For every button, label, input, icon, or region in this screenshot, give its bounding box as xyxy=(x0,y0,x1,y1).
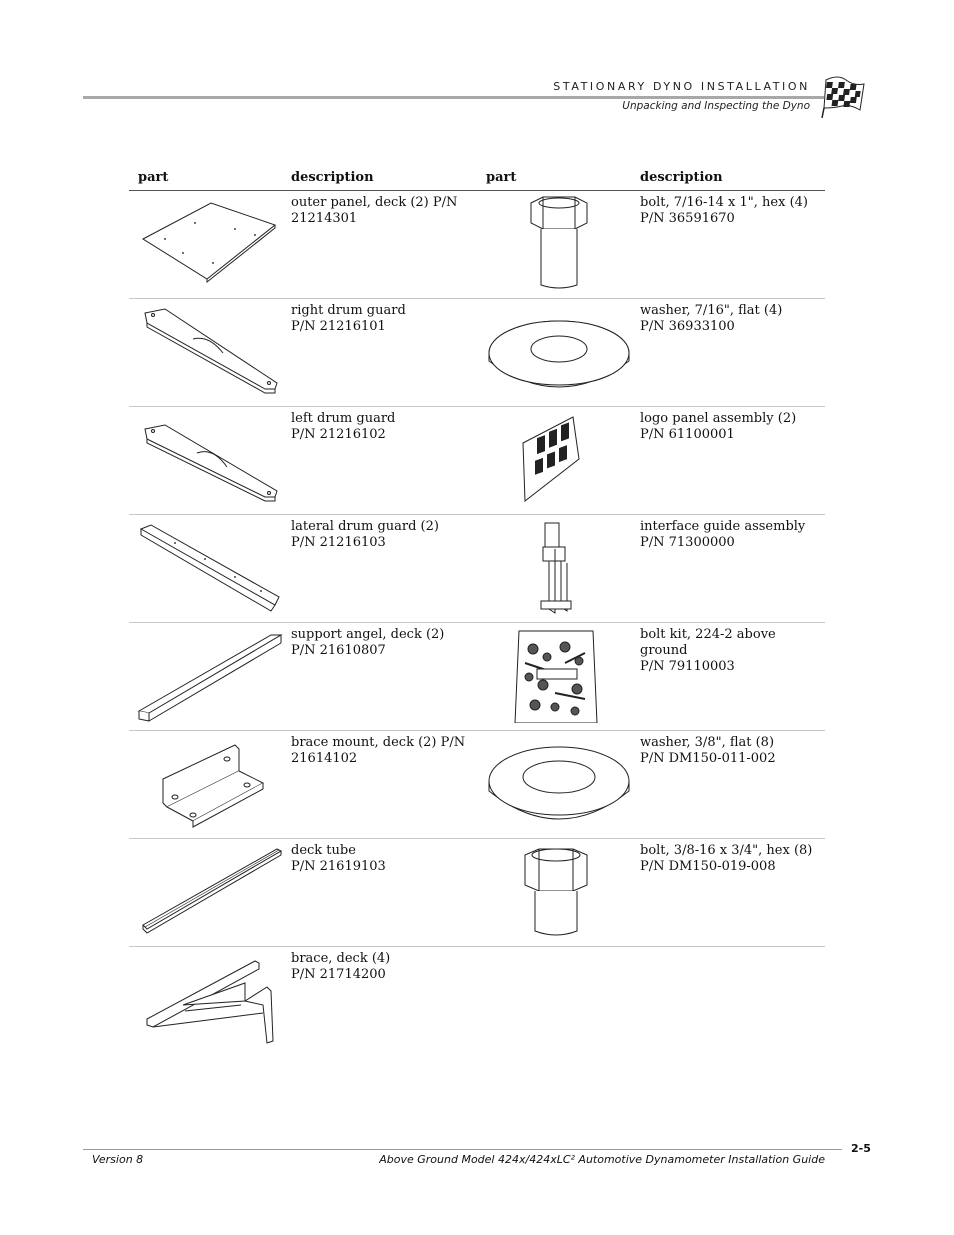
part-number: P/N 61100001 xyxy=(640,427,735,442)
column-header-description: description xyxy=(291,170,374,185)
part-number: 21214301 xyxy=(291,211,358,226)
column-header-part: part xyxy=(138,170,169,185)
table-row: left drum guard P/N 21216102 logo panel … xyxy=(129,407,825,515)
part-description: support angel, deck (2) P/N 21610807 xyxy=(291,627,466,659)
right-drum-guard-drawing xyxy=(135,303,283,399)
deck-tube-drawing xyxy=(135,843,283,939)
part-description: brace, deck (4) P/N 21714200 xyxy=(291,951,466,983)
part-name: bolt kit, 224-2 above ground xyxy=(640,627,776,658)
part-number: P/N 36591670 xyxy=(640,211,735,226)
part-name: washer, 7/16", flat (4) xyxy=(640,303,783,318)
parts-table: part description part description outer … xyxy=(129,168,825,1054)
table-row: deck tube P/N 21619103 bolt, 3/8-16 x 3/… xyxy=(129,839,825,947)
part-name: lateral drum guard (2) xyxy=(291,519,439,534)
part-description: interface guide assembly P/N 71300000 xyxy=(640,519,825,551)
bolt-kit-bag-drawing xyxy=(485,627,633,723)
part-number: P/N 21216102 xyxy=(291,427,386,442)
part-number: P/N 21216101 xyxy=(291,319,386,334)
page-number: 2-5 xyxy=(851,1142,871,1155)
footer-rule xyxy=(83,1149,842,1150)
column-header-description: description xyxy=(640,170,723,185)
part-name: support angel, deck (2) xyxy=(291,627,445,642)
part-description: lateral drum guard (2) P/N 21216103 xyxy=(291,519,466,551)
outer-panel-drawing xyxy=(135,195,283,291)
part-description: deck tube P/N 21619103 xyxy=(291,843,466,875)
part-description: left drum guard P/N 21216102 xyxy=(291,411,466,443)
part-number: P/N 21714200 xyxy=(291,967,386,982)
part-number: P/N 21610807 xyxy=(291,643,386,658)
flat-washer-drawing xyxy=(485,303,633,399)
part-name: left drum guard xyxy=(291,411,396,426)
part-name: logo panel assembly (2) xyxy=(640,411,797,426)
part-name: right drum guard xyxy=(291,303,406,318)
table-row: right drum guard P/N 21216101 washer, 7/… xyxy=(129,299,825,407)
flat-washer-drawing xyxy=(485,735,633,831)
part-description: bolt, 7/16-14 x 1", hex (4) P/N 36591670 xyxy=(640,195,825,227)
part-description: bolt kit, 224-2 above ground P/N 7911000… xyxy=(640,627,825,675)
table-row: brace, deck (4) P/N 21714200 xyxy=(129,947,825,1054)
part-name: outer panel, deck (2) P/N xyxy=(291,195,458,210)
table-row: lateral drum guard (2) P/N 21216103 inte… xyxy=(129,515,825,623)
part-number: 21614102 xyxy=(291,751,358,766)
left-drum-guard-drawing xyxy=(135,411,283,507)
part-number: P/N 79110003 xyxy=(640,659,735,674)
deck-brace-drawing xyxy=(135,951,283,1047)
brace-mount-drawing xyxy=(135,735,283,831)
support-angle-drawing xyxy=(135,627,283,723)
header-rule xyxy=(83,96,824,99)
part-description: washer, 7/16", flat (4) P/N 36933100 xyxy=(640,303,825,335)
footer-guide-title: Above Ground Model 424x/424xLC² Automoti… xyxy=(379,1153,825,1166)
part-number: P/N DM150-011-002 xyxy=(640,751,776,766)
section-subtitle: Unpacking and Inspecting the Dyno xyxy=(622,100,810,112)
part-description: washer, 3/8", flat (8) P/N DM150-011-002 xyxy=(640,735,825,767)
lateral-drum-guard-drawing xyxy=(135,519,283,615)
part-description: outer panel, deck (2) P/N 21214301 xyxy=(291,195,466,227)
part-description: right drum guard P/N 21216101 xyxy=(291,303,466,335)
part-name: bolt, 3/8-16 x 3/4", hex (8) xyxy=(640,843,813,858)
footer-version: Version 8 xyxy=(92,1153,144,1166)
part-number: P/N DM150-019-008 xyxy=(640,859,776,874)
part-name: brace, deck (4) xyxy=(291,951,391,966)
table-header: part description part description xyxy=(129,168,825,191)
part-number: P/N 71300000 xyxy=(640,535,735,550)
part-name: interface guide assembly xyxy=(640,519,806,534)
part-name: brace mount, deck (2) P/N xyxy=(291,735,466,750)
hex-bolt-drawing xyxy=(485,195,633,291)
logo-panel-drawing xyxy=(485,411,633,507)
part-number: P/N 21216103 xyxy=(291,535,386,550)
part-name: bolt, 7/16-14 x 1", hex (4) xyxy=(640,195,808,210)
column-header-part: part xyxy=(486,170,517,185)
part-description: bolt, 3/8-16 x 3/4", hex (8) P/N DM150-0… xyxy=(640,843,825,875)
part-name: washer, 3/8", flat (8) xyxy=(640,735,775,750)
checkered-flag-icon xyxy=(820,74,866,118)
part-number: P/N 21619103 xyxy=(291,859,386,874)
part-number: P/N 36933100 xyxy=(640,319,735,334)
part-description: brace mount, deck (2) P/N 21614102 xyxy=(291,735,466,767)
hex-bolt-drawing xyxy=(485,843,633,939)
table-row: outer panel, deck (2) P/N 21214301 bolt,… xyxy=(129,191,825,299)
part-name: deck tube xyxy=(291,843,356,858)
table-row: brace mount, deck (2) P/N 21614102 washe… xyxy=(129,731,825,839)
section-title: STATIONARY DYNO INSTALLATION xyxy=(553,80,810,93)
table-row: support angel, deck (2) P/N 21610807 bol… xyxy=(129,623,825,731)
interface-guide-drawing xyxy=(485,519,633,615)
part-description: logo panel assembly (2) P/N 61100001 xyxy=(640,411,825,443)
